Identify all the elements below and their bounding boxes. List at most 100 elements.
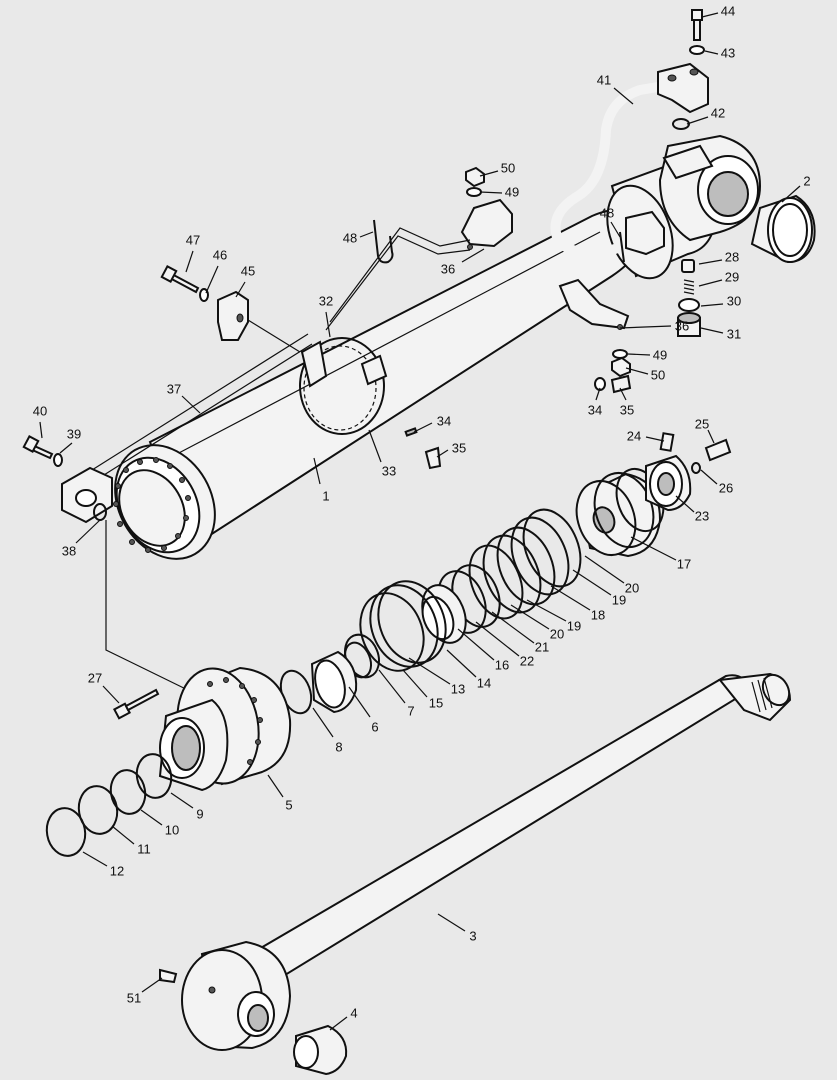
grease-nipple-51	[159, 968, 178, 984]
pin-25	[691, 438, 732, 474]
callout-leader	[59, 442, 73, 454]
callout-leader	[645, 436, 665, 442]
callout-number: 17	[677, 556, 691, 571]
bushing-6	[310, 650, 358, 714]
callout-leader	[700, 303, 724, 307]
callout-number: 20	[625, 580, 639, 595]
callout-number: 3	[469, 928, 476, 943]
callout-number: 15	[429, 695, 443, 710]
cylinder-tube	[113, 198, 643, 560]
flange-pad	[662, 144, 714, 180]
callout-leader	[698, 259, 723, 265]
callout-number: 49	[653, 347, 667, 362]
callout-leader	[413, 422, 433, 433]
clamp-band	[299, 337, 388, 435]
pipe-bracket-lower	[558, 278, 630, 330]
callout-leader	[475, 621, 520, 657]
callout-number: 36	[441, 261, 455, 276]
callout-leader	[701, 12, 719, 18]
cylinder-bottom-end	[606, 134, 762, 280]
piston-rod-3	[228, 672, 792, 996]
callout-number: 36	[675, 318, 689, 333]
callout-number: 35	[620, 402, 634, 417]
callout-number: 21	[535, 639, 549, 654]
callout-leader	[491, 611, 535, 644]
callout-leader	[75, 519, 101, 544]
rod-cover-5	[158, 666, 292, 792]
callout-number: 16	[495, 657, 509, 672]
callout-leader	[437, 913, 466, 932]
tube-flange-bolt-holes	[113, 457, 191, 553]
callout-number: 37	[167, 381, 181, 396]
u-bolt-48-right	[619, 231, 625, 263]
callout-leader	[329, 1016, 348, 1031]
callout-leader	[378, 669, 406, 704]
callout-leader	[700, 469, 718, 485]
callout-number: 33	[382, 463, 396, 478]
u-bolt-48-left	[373, 219, 394, 264]
bolt-47	[160, 265, 209, 302]
dust-seals	[45, 753, 173, 857]
callout-number: 9	[196, 806, 203, 821]
callout-leader	[627, 353, 651, 356]
callout-number: 51	[127, 990, 141, 1005]
callout-number: 46	[213, 247, 227, 262]
callout-leader	[526, 599, 567, 622]
callout-number: 5	[285, 797, 292, 812]
callout-leader	[625, 367, 649, 375]
callout-leader	[313, 457, 321, 485]
callout-number: 48	[343, 230, 357, 245]
callout-leader	[181, 395, 201, 414]
callout-leader	[235, 281, 246, 298]
pin-34-35	[404, 374, 632, 470]
callout-number: 34	[588, 402, 602, 417]
callout-leader	[141, 977, 163, 993]
callout-number: 32	[319, 293, 333, 308]
callout-leader	[572, 569, 612, 596]
pipe-37	[91, 227, 471, 481]
callout-leader	[510, 604, 550, 630]
callout-number: 13	[451, 681, 465, 696]
pipe-flange-bottom	[625, 210, 665, 256]
pipe-flange-top	[657, 62, 709, 114]
callout-number: 44	[721, 3, 735, 18]
callout-leader	[550, 585, 591, 611]
nut-50-lower	[611, 349, 631, 378]
callout-number: 50	[651, 367, 665, 382]
rod-cover-bolt-holes	[207, 677, 263, 765]
callout-leader	[707, 429, 715, 444]
callout-number: 12	[110, 863, 124, 878]
nut-23	[645, 454, 692, 512]
callout-leader	[686, 116, 709, 125]
callout-leader	[595, 387, 601, 401]
check-valve-parts	[677, 259, 701, 337]
pipe-41	[550, 62, 709, 258]
callout-number: 24	[627, 428, 641, 443]
callout-number: 1	[322, 488, 329, 503]
callout-number: 19	[612, 592, 626, 607]
callout-leader	[610, 221, 621, 238]
callout-number: 27	[88, 670, 102, 685]
callout-leader	[619, 325, 672, 329]
callout-number: 19	[567, 618, 581, 633]
callout-number: 20	[550, 626, 564, 641]
callout-leader	[140, 809, 163, 826]
callout-leader	[170, 792, 194, 809]
callout-number: 50	[501, 160, 515, 175]
bolt-44	[672, 9, 705, 130]
callout-number: 48	[600, 205, 614, 220]
callout-leader	[205, 265, 219, 294]
callout-leader	[479, 191, 503, 194]
callout-number: 42	[711, 105, 725, 120]
callout-number: 29	[725, 269, 739, 284]
screw-24	[659, 432, 675, 452]
callout-number: 47	[186, 232, 200, 247]
callout-number: 38	[62, 543, 76, 558]
callout-leader	[619, 387, 627, 401]
callout-leader	[698, 279, 723, 287]
callout-number: 41	[597, 72, 611, 87]
pipe-bracket-upper	[460, 198, 513, 248]
callout-number: 6	[371, 719, 378, 734]
callout-number: 40	[33, 403, 47, 418]
